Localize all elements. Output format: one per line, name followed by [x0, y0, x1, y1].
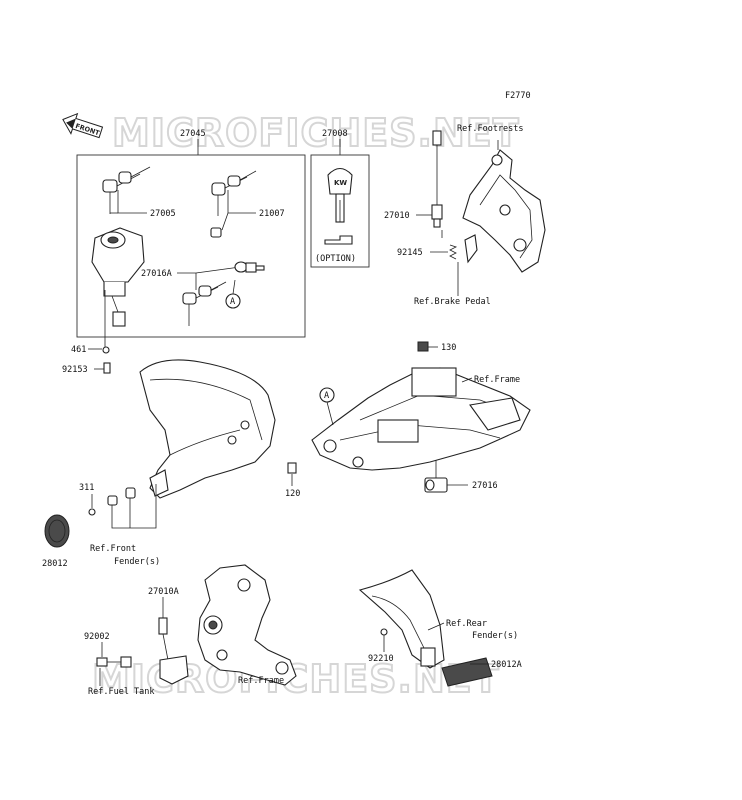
ref-fuel-tank: Ref.Fuel Tank — [88, 687, 155, 697]
label-27016: 27016 — [472, 481, 498, 491]
label-27016A: 27016A — [141, 269, 172, 279]
label-120: 120 — [285, 489, 300, 499]
footrest-bracket — [462, 149, 546, 273]
bolt-120 — [287, 462, 297, 474]
kit-box-27045 — [76, 154, 306, 338]
svg-text:KW: KW — [334, 179, 347, 187]
label-92145: 92145 — [397, 248, 423, 258]
diagram-code: F2770 — [505, 91, 531, 101]
watermark-top: MICROFICHES.NET — [112, 111, 520, 155]
front-arrow-icon: FRONT — [62, 112, 104, 139]
label-461: 461 — [71, 345, 86, 355]
label-27010: 27010 — [384, 211, 410, 221]
option-label: (OPTION) — [315, 254, 356, 264]
seat-lock-27016 — [424, 460, 448, 493]
label-27008: 27008 — [322, 129, 348, 139]
label-27010A: 27010A — [148, 587, 179, 597]
bolt-130 — [417, 341, 429, 352]
label-28012A: 28012A — [491, 660, 522, 670]
label-130: 130 — [441, 343, 456, 353]
front-reflector-28012 — [44, 514, 70, 548]
ignition-switch — [91, 227, 145, 327]
option-key-27008: KW — [324, 167, 353, 245]
label-92210: 92210 — [368, 654, 394, 664]
ref-rear-fender-2: Fender(s) — [472, 631, 518, 641]
clamp-461 — [102, 346, 110, 354]
ref-rear-fender-1: Ref.Rear — [446, 619, 487, 629]
brake-light-switch-27010 — [431, 130, 443, 228]
bolt-92153 — [103, 362, 111, 374]
label-27045: 27045 — [180, 129, 206, 139]
label-28012: 28012 — [42, 559, 68, 569]
ref-frame-lower: Ref.Frame — [238, 676, 284, 686]
label-27005: 27005 — [150, 209, 176, 219]
callout-a-upper-letter: A — [230, 297, 235, 307]
callout-a-lower-letter: A — [324, 391, 329, 401]
reflector-mount-bolts — [107, 487, 136, 506]
label-21007: 21007 — [259, 209, 285, 219]
key-pair-21007 — [210, 170, 257, 238]
rear-fender — [358, 569, 445, 669]
key-pair-27016A — [182, 281, 227, 326]
option-box-27008 — [310, 154, 370, 268]
ref-brake-pedal: Ref.Brake Pedal — [414, 297, 491, 307]
lock-cylinder-27016A — [234, 261, 265, 273]
fuel-tank-bracket — [197, 564, 297, 686]
spring-92145 — [449, 244, 458, 260]
ref-front-fender-2: Fender(s) — [114, 557, 160, 567]
nut-92210 — [380, 628, 388, 636]
rear-reflector-28012A — [441, 657, 493, 687]
label-92153: 92153 — [62, 365, 88, 375]
collar-311 — [88, 508, 96, 516]
label-311: 311 — [79, 483, 94, 493]
frame-section — [311, 367, 531, 471]
front-fender — [139, 359, 276, 499]
ref-frame-upper: Ref.Frame — [474, 375, 520, 385]
ref-footrests: Ref.Footrests — [457, 124, 524, 134]
label-92002: 92002 — [84, 632, 110, 642]
key-pair-27005 — [102, 166, 151, 214]
ref-front-fender-1: Ref.Front — [90, 544, 136, 554]
screw-92002 — [96, 657, 108, 667]
